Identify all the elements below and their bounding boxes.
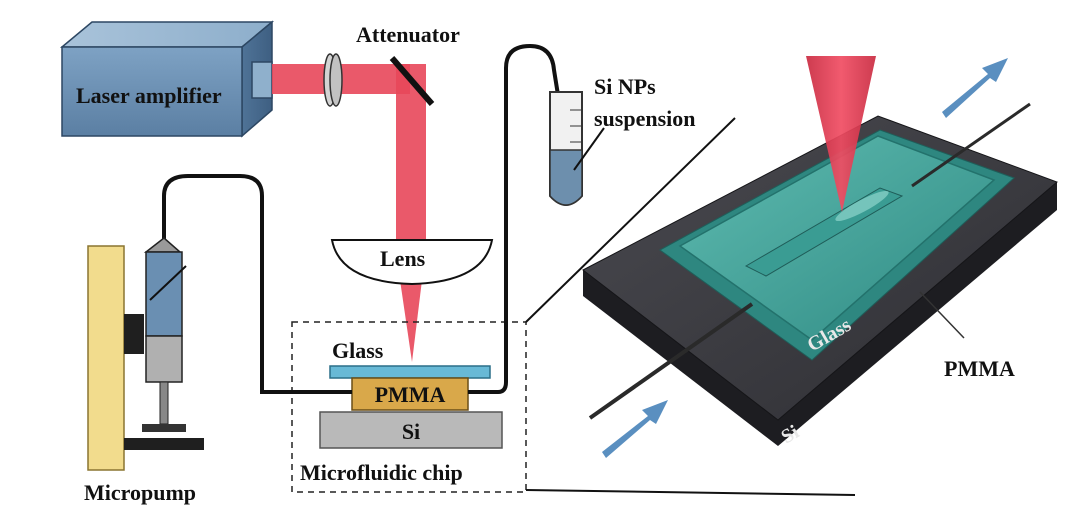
pmma-layer (351, 377, 469, 411)
tubing (162, 43, 564, 394)
pump-plate (87, 245, 125, 471)
suspension-tube: Si NPs suspension (549, 74, 696, 206)
pmma-3d-label: PMMA (944, 356, 1015, 381)
laser-cone-icon (806, 56, 876, 212)
laser-label: Laser amplifier (76, 83, 222, 108)
si-label: Si (402, 419, 420, 444)
flow-in-arrow-icon (602, 400, 668, 458)
syringe-barrel (145, 251, 183, 337)
micropump-label: Micropump (84, 480, 196, 505)
suspension-label-2: suspension (594, 106, 696, 131)
suspension-label-1: Si NPs (594, 74, 656, 99)
lens: Lens (330, 239, 494, 286)
laser-amplifier: Laser amplifier (59, 20, 275, 138)
attenuator: Attenuator (323, 22, 460, 107)
glass-label: Glass (332, 338, 384, 363)
lens-label: Lens (380, 246, 426, 271)
laser-beam (272, 64, 426, 362)
attenuator-label: Attenuator (356, 22, 460, 47)
glass-layer (329, 365, 491, 379)
zoom-lines (525, 117, 856, 496)
pmma-label: PMMA (375, 382, 446, 407)
microfluidic-chip-2d: Glass PMMA Si Microfluidic chip (291, 321, 527, 493)
flow-out-arrow-icon (942, 58, 1008, 118)
microfluidic-chip-3d: Glass PMMA Si (582, 56, 1058, 458)
micropump: Micropump (84, 237, 204, 505)
pump-clamp (124, 314, 144, 354)
chip-label: Microfluidic chip (300, 460, 463, 485)
mirror (389, 56, 435, 106)
si-layer (319, 411, 503, 449)
chip-dashed-box (291, 321, 527, 493)
